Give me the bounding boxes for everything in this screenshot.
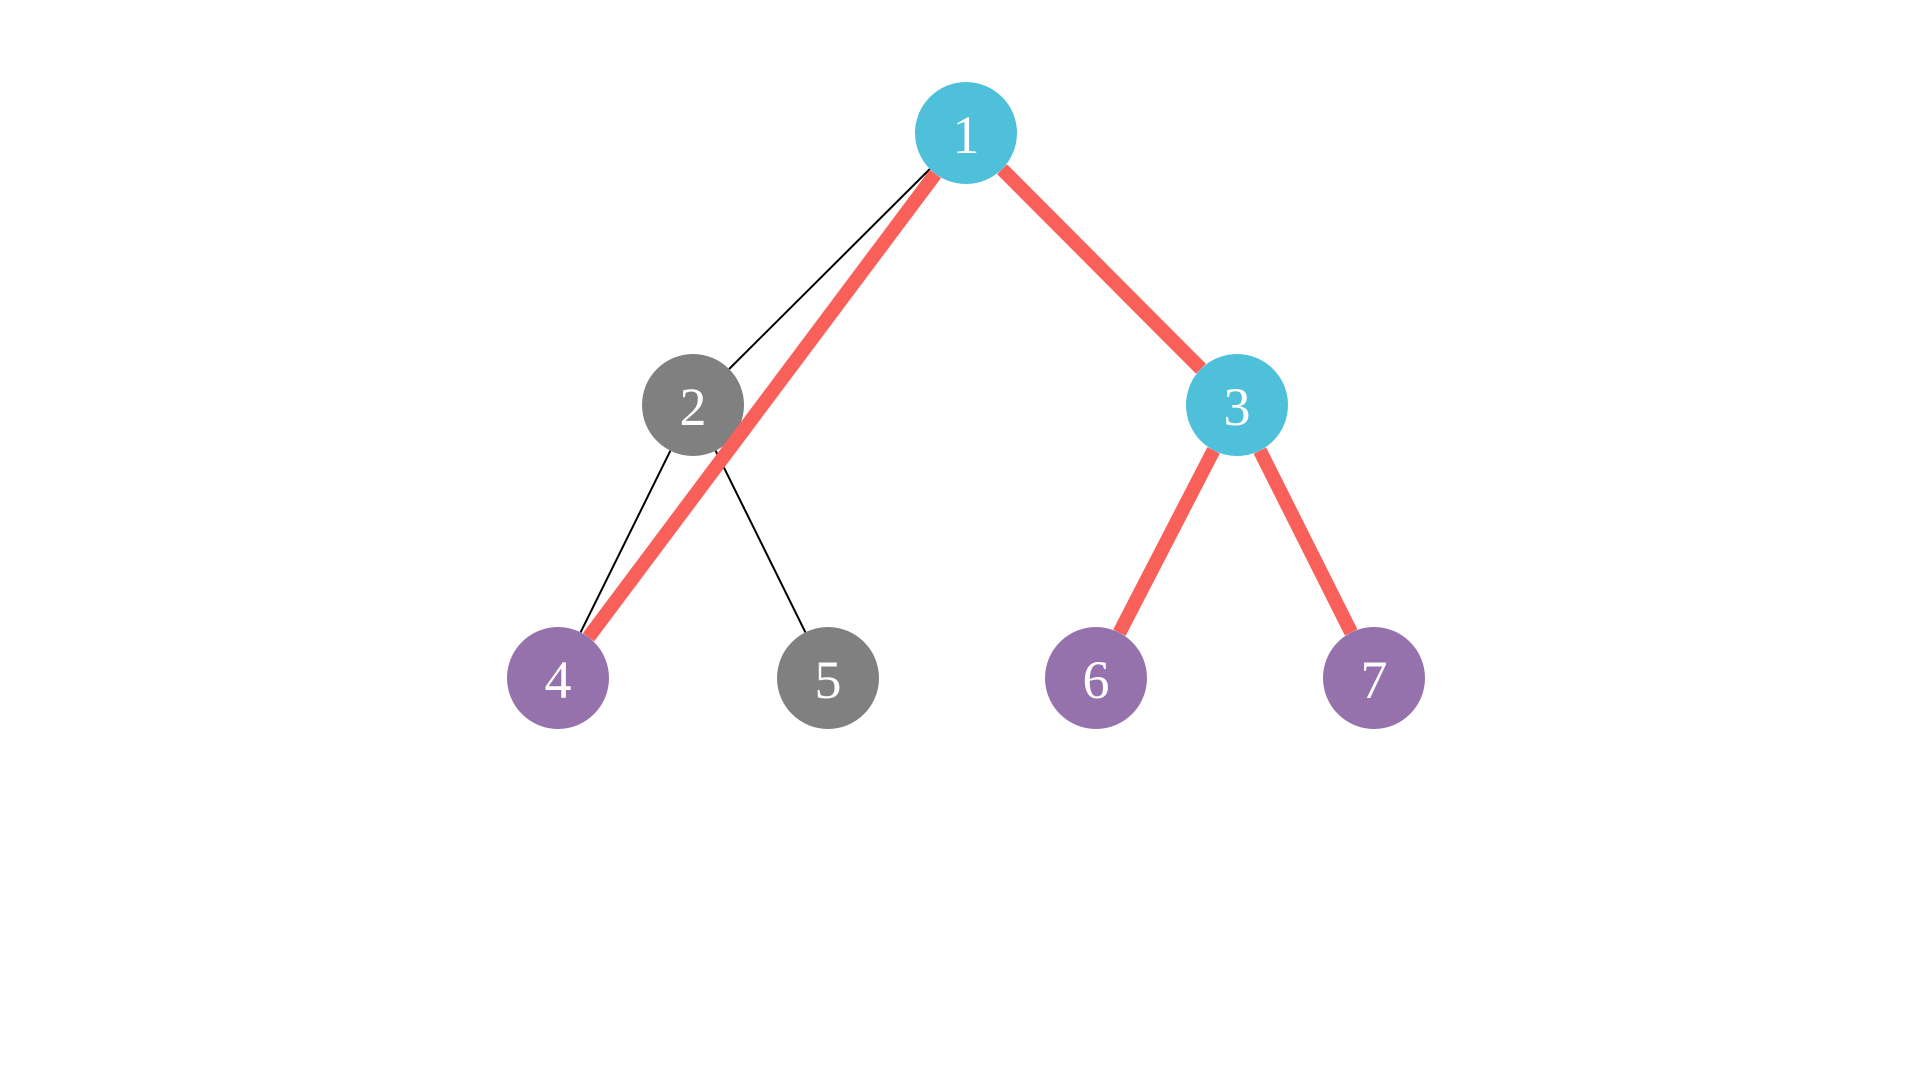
edge-2-4 [579, 450, 672, 633]
node-6[interactable]: 6 [1045, 627, 1147, 729]
node-circle-6[interactable] [1045, 627, 1147, 729]
node-circle-5[interactable] [777, 627, 879, 729]
node-label-4: 4 [545, 650, 572, 710]
node-3[interactable]: 3 [1186, 354, 1288, 456]
node-7[interactable]: 7 [1323, 627, 1425, 729]
node-layer: 1 3 4 5 6 7 [507, 82, 1425, 729]
node-label-5: 5 [815, 650, 842, 710]
node-circle-3[interactable] [1186, 354, 1288, 456]
node-5[interactable]: 5 [777, 627, 879, 729]
node-4[interactable]: 4 [507, 627, 609, 729]
edge-2-5 [714, 450, 807, 633]
highlight-edge-layer [582, 164, 1358, 642]
edge-3-6 [1113, 447, 1220, 636]
plain-edge-layer [579, 168, 931, 633]
node-label-2: 2 [680, 377, 707, 437]
node-circle-7[interactable] [1323, 627, 1425, 729]
node-1[interactable]: 1 [915, 82, 1017, 184]
node-circle-1[interactable] [915, 82, 1017, 184]
edge-1-2 [728, 168, 931, 370]
node-label-7: 7 [1361, 650, 1388, 710]
edge-1-4 [582, 169, 942, 642]
edge-3-7 [1253, 447, 1358, 636]
edge-1-3 [997, 164, 1206, 374]
node-label-3: 3 [1224, 377, 1251, 437]
node-label-6: 6 [1083, 650, 1110, 710]
node-2[interactable]: 2 [642, 354, 744, 456]
node-label-1: 1 [953, 105, 980, 165]
node-circle-2[interactable] [642, 354, 744, 456]
under-node-layer: 2 [642, 354, 744, 456]
node-circle-4[interactable] [507, 627, 609, 729]
